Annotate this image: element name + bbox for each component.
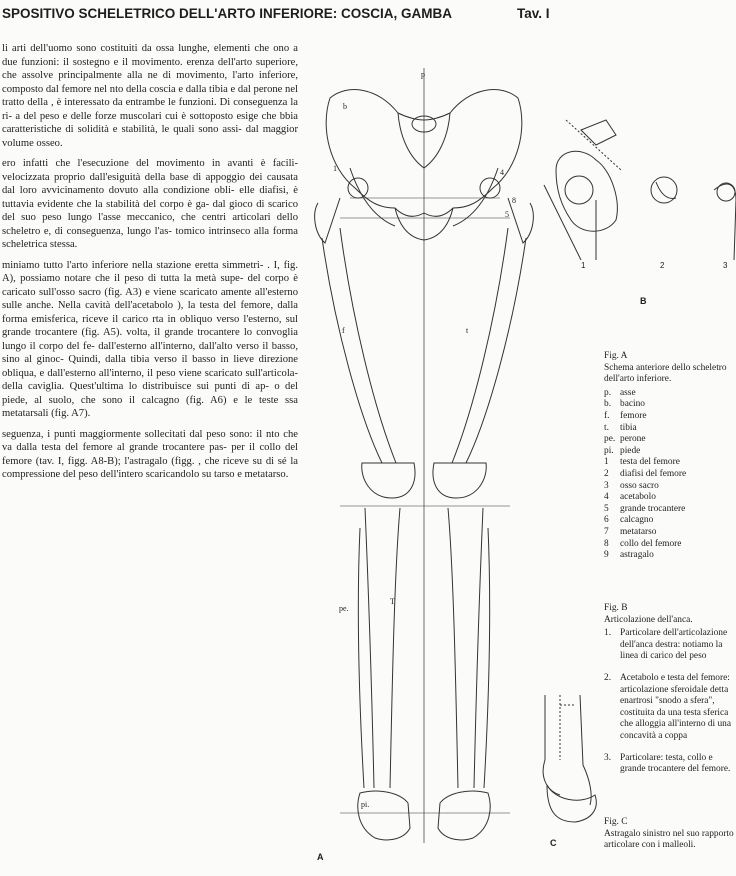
caption-title: Fig. A (604, 351, 628, 361)
axis-label-p: p (421, 70, 425, 79)
paragraph: miniamo tutto l'arto inferiore nella sta… (2, 259, 298, 420)
page-title: SPOSITIVO SCHELETRICO DELL'ARTO INFERIOR… (2, 6, 452, 21)
paragraph: seguenza, i punti maggiormente sollecita… (2, 428, 298, 481)
label-1: 1 (333, 164, 337, 173)
caption-title: Fig. B (604, 603, 628, 613)
fig-b-item: 2.Acetabolo e testa del femore: articola… (604, 672, 732, 741)
caption-subtitle: Articolazione dell'anca. (604, 614, 693, 625)
label-8: 8 (512, 196, 516, 205)
paragraph: ero infatti che l'esecuzione del movimen… (2, 158, 298, 250)
fibula-label-pe: pe. (339, 604, 349, 613)
legend-item: f.femore (604, 410, 647, 421)
caption-fig-c: Fig. C Astragalo sinistro nel suo rappor… (604, 817, 736, 852)
legend-item: pe.perone (604, 434, 646, 445)
caption-title: Fig. C (604, 817, 628, 827)
figure-b-label: B (640, 296, 647, 306)
legend-item: pi.piede (604, 445, 641, 456)
label-T: T (390, 597, 395, 606)
fig-b-item: 3.Particolare: testa, collo e grande tro… (604, 752, 731, 775)
paragraph: li arti dell'uomo sono costituiti da oss… (2, 43, 298, 149)
tibia-label-t: t (466, 326, 469, 335)
figure-a-skeleton (314, 68, 534, 843)
pelvis-label-b: b (343, 102, 347, 111)
caption-fig-b: Fig. B Articolazione dell'anca. 1.Partic… (604, 603, 736, 786)
fig-b-list: 1.Particolare dell'articolazione dell'an… (604, 628, 736, 776)
caption-subtitle: Schema anteriore dello scheletro dell'ar… (604, 362, 727, 385)
figure-a-label: A (317, 852, 324, 862)
figure-b-2-label: 2 (660, 261, 665, 270)
plate-number: Tav. I (517, 6, 550, 21)
legend-item: t.tibia (604, 422, 637, 433)
legend-list: p.asse b.bacino f.femore t.tibia pe.pero… (604, 388, 736, 562)
figure-b-3-label: 3 (723, 261, 728, 270)
body-text: li arti dell'uomo sono costituiti da oss… (2, 42, 298, 489)
caption-subtitle: Astragalo sinistro nel suo rapporto arti… (604, 828, 734, 851)
figure-b-hip (543, 119, 736, 261)
figure-b-1-label: 1 (581, 261, 586, 270)
figure-c-label: C (550, 838, 557, 848)
legend-item: b.bacino (604, 399, 645, 410)
label-5: 5 (505, 210, 509, 219)
legend-item: p.asse (604, 387, 636, 398)
foot-label-pi: pi. (361, 800, 370, 809)
femur-label-f: f (342, 326, 345, 335)
figure-c-talus (542, 694, 597, 823)
fig-b-item: 1.Particolare dell'articolazione dell'an… (604, 628, 728, 662)
page-header: SPOSITIVO SCHELETRICO DELL'ARTO INFERIOR… (0, 4, 736, 26)
caption-fig-a: Fig. A Schema anteriore dello scheletro … (604, 351, 736, 562)
label-4: 4 (500, 168, 504, 177)
